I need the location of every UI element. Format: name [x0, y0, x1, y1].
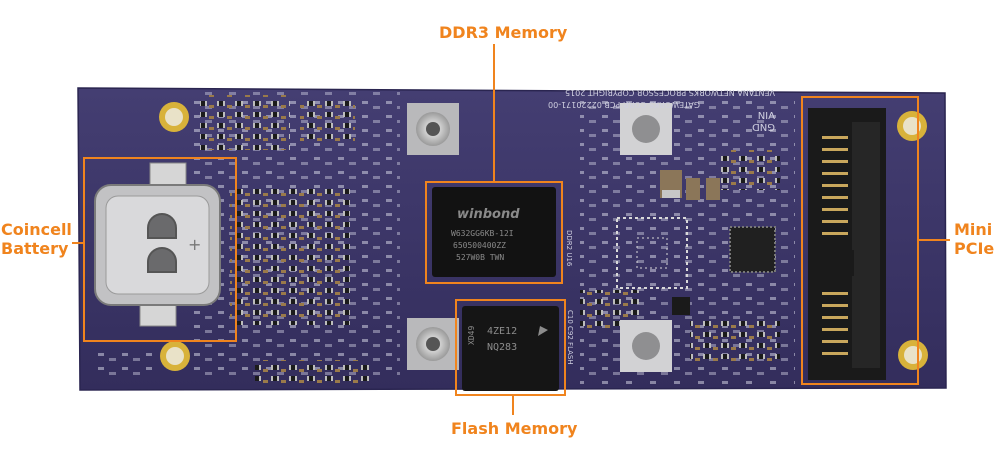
silkscreen-vin: VIN — [758, 109, 775, 120]
svg-text:+: + — [188, 235, 201, 254]
pcie-label-line2: PCIe — [954, 239, 995, 258]
flash-chip-line1: 4ZE12 — [487, 326, 517, 337]
coincell-label-line1: Coincell — [1, 220, 72, 239]
flash-chip: 4ZE12 NQ283 XD49 — [462, 306, 559, 391]
mounting-hole-top-left — [159, 102, 189, 132]
standoff-top-right — [620, 103, 672, 155]
coincell-label-line2: Battery — [1, 239, 69, 258]
coincell-battery-label: Coincell Battery — [1, 220, 72, 258]
board-silkscreen: VENTANA NETWORKS PROCESSOR COPYRIGHT 201… — [548, 88, 775, 365]
standoff-top-left — [407, 103, 459, 155]
bga-footprint — [616, 217, 688, 289]
mini-pcie-connector — [808, 108, 886, 380]
flash-chip-line2: NQ283 — [487, 342, 517, 353]
silkscreen-gateworks: GATEWORKS CORP. PCB 02220171-00 — [548, 100, 700, 109]
standoff-bottom-left — [407, 318, 459, 370]
coincell-highlight-box — [83, 157, 237, 342]
ddr3-chip: winbond W632GG6KB-12I 650500400ZZ 527W0B… — [432, 187, 556, 277]
flash-highlight-box — [455, 299, 566, 396]
mounting-hole-top-right — [897, 111, 927, 141]
standoff-bottom-right — [620, 320, 672, 372]
coincell-battery-holder: + — [94, 162, 221, 327]
silkscreen-copyright: VENTANA NETWORKS PROCESSOR COPYRIGHT 201… — [565, 88, 775, 97]
component-area-left — [92, 90, 400, 385]
ddr3-chip-brand: winbond — [457, 207, 520, 222]
capacitors — [660, 170, 720, 200]
mini-pcie-label: Mini PCIe — [954, 220, 994, 258]
ddr3-memory-label: DDR3 Memory — [439, 23, 568, 42]
silkscreen-gnd: GND — [752, 121, 775, 132]
mounting-hole-bottom-right — [898, 340, 928, 370]
flash-memory-label: Flash Memory — [451, 419, 578, 438]
silkscreen-flash: C10 C92 FLASH — [566, 310, 574, 365]
small-ic — [672, 297, 690, 315]
ddr3-chip-lot2: 527W0B TWN — [456, 253, 504, 262]
mounting-hole-bottom-left — [160, 341, 190, 371]
flash-chip-side-mark: XD49 — [467, 326, 476, 345]
pcie-label-line1: Mini — [954, 220, 993, 239]
processor-chip — [729, 226, 776, 273]
annotation-overlays — [72, 44, 950, 415]
ddr3-chip-lot1: 650500400ZZ — [453, 241, 506, 250]
ddr3-chip-part: W632GG6KB-12I — [451, 229, 514, 238]
silkscreen-ddr2-u16: DDR2 U16 — [565, 230, 573, 267]
